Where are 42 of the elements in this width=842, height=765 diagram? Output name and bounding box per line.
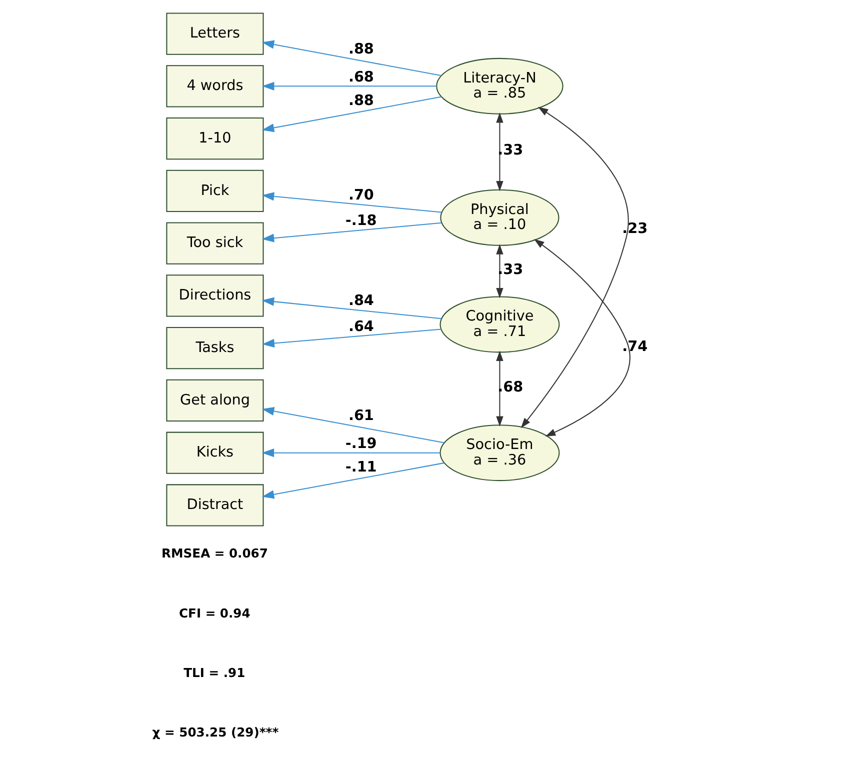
node-box: Kicks [166, 431, 264, 474]
arrow [262, 40, 442, 76]
edge-label: .61 [348, 408, 374, 424]
label: χ = 503.25 (29)*** [152, 724, 279, 739]
node-ellipse: Socio-Em a = .36 [440, 424, 560, 481]
edge-label: -.18 [345, 212, 377, 229]
edge-label: .64 [348, 318, 374, 334]
arrow [496, 112, 504, 191]
arrow [262, 222, 442, 242]
node-box: Get along [166, 378, 264, 422]
arrow [496, 350, 504, 426]
node-box: 1-10 [166, 117, 264, 160]
label: TLI = .91 [184, 665, 246, 680]
edge-label: -.19 [345, 435, 377, 452]
label: RMSEA = 0.067 [162, 546, 268, 560]
arrow [262, 462, 444, 498]
arrow [262, 192, 442, 212]
node-box: Directions [166, 274, 264, 316]
arrow [520, 106, 629, 428]
node-box: Distract [166, 484, 264, 526]
node-box: Tasks [166, 326, 264, 369]
node-box: 4 words [166, 64, 264, 107]
edge-label: .70 [348, 186, 374, 203]
arrow [262, 328, 442, 347]
edge-label: .88 [348, 92, 374, 108]
arrow [534, 238, 630, 436]
node-box: Letters [166, 12, 264, 54]
node-ellipse: Physical a = .10 [440, 188, 560, 246]
arrow [496, 244, 504, 298]
node-box: Too sick [166, 222, 264, 264]
arrow [262, 296, 442, 319]
node-box: Pick [166, 169, 264, 212]
arrow [262, 96, 442, 132]
arrow [262, 81, 437, 90]
edge-label: .68 [348, 68, 374, 85]
edge-label: -.11 [345, 459, 377, 476]
edge-label: .88 [348, 41, 374, 58]
arrow [262, 406, 444, 443]
edge-label: .84 [348, 292, 374, 309]
node-ellipse: Cognitive a = .71 [440, 296, 560, 352]
arrow [262, 448, 440, 457]
label: CFI = 0.94 [179, 606, 250, 620]
